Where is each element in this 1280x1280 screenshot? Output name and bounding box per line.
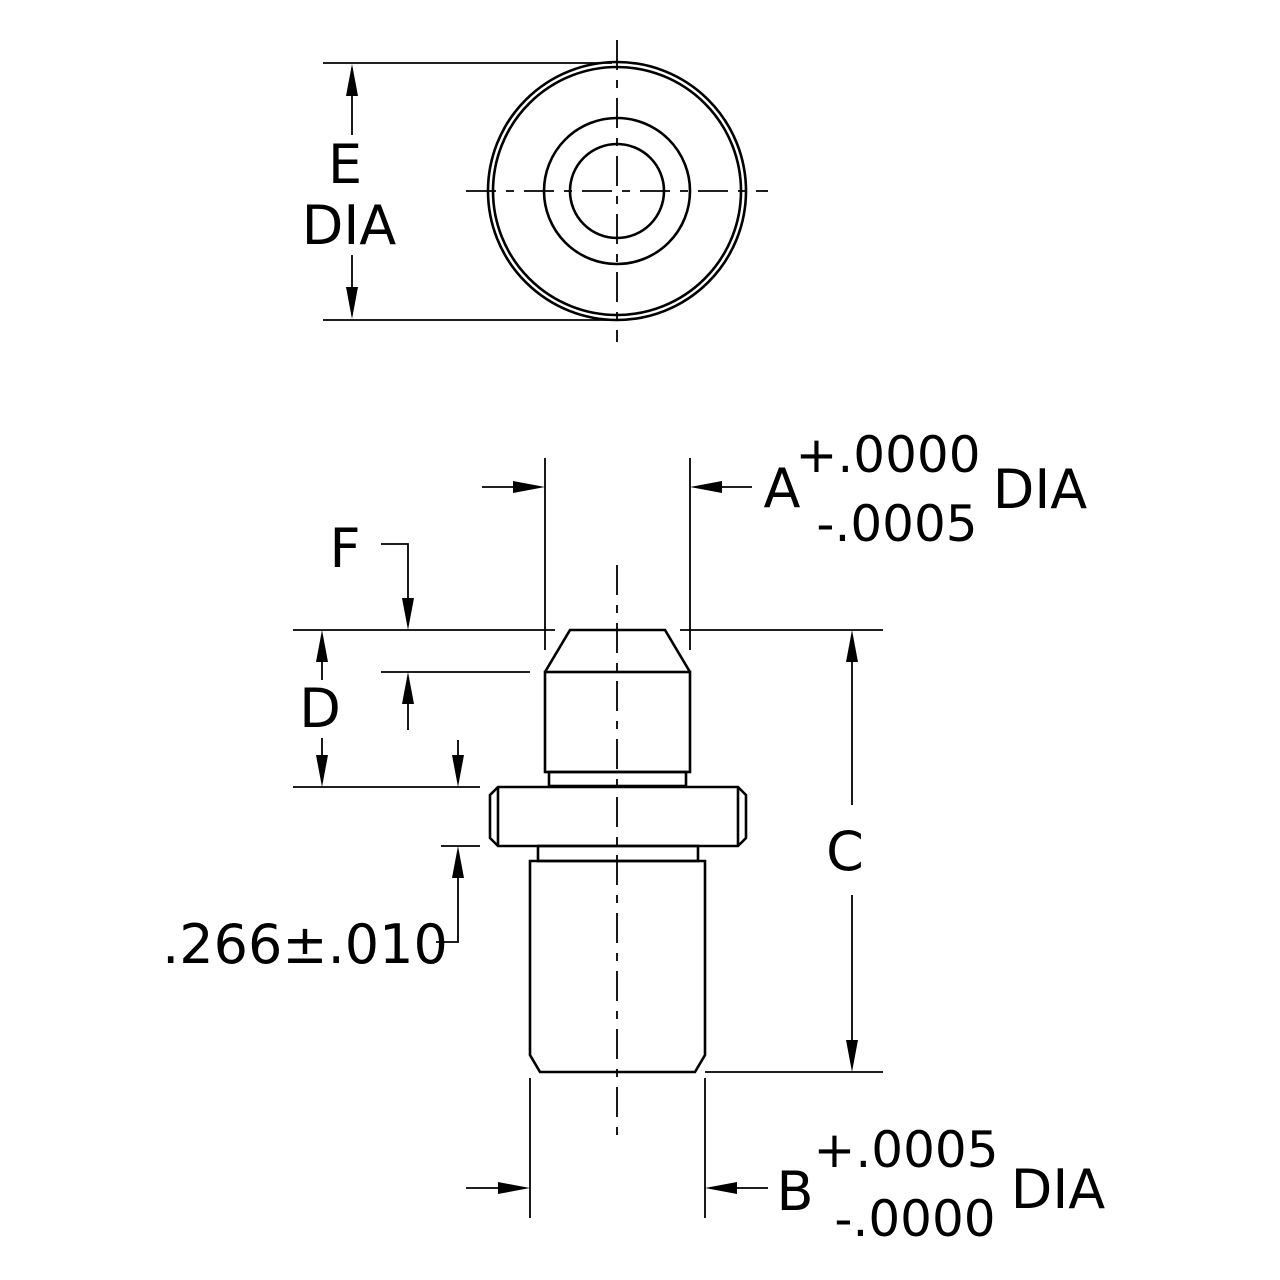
b-label: B [776,1160,813,1223]
d-arrow-down [316,755,328,787]
e-arrow-down [346,287,358,319]
a-arrow-right [690,481,722,493]
b-arrow-right [705,1182,737,1194]
f-arrow-down [402,598,414,630]
b-tolerance-minus: -.0000 [834,1190,995,1248]
a-tolerance-minus: -.0005 [816,495,977,553]
b-arrow-left [498,1182,530,1194]
pin-lower-body [528,859,707,1074]
flange-bottom-arrow [452,846,464,878]
c-label: C [826,820,864,883]
a-dia-label: DIA [993,458,1088,521]
flange-top-arrow [452,755,464,787]
e-label: E [328,133,362,196]
flange-thickness-label: .266±.010 [162,913,448,976]
a-arrow-left [513,481,545,493]
side-view: A +.0000 -.0005 DIA F D .266±.010 C [162,426,1105,1248]
e-dia-label: DIA [302,194,397,257]
flange [488,785,748,848]
f-label: F [329,517,360,580]
b-tolerance-plus: +.0005 [813,1121,998,1179]
pin-lower-neck [536,844,700,863]
e-arrow-up [346,64,358,96]
top-view: E DIA [302,40,768,342]
a-tolerance-plus: +.0000 [795,426,980,484]
b-dia-label: DIA [1011,1158,1106,1221]
a-label: A [764,457,801,520]
c-arrow-down [846,1040,858,1072]
f-leader [381,543,409,600]
d-arrow-up [316,630,328,662]
flange-dim-leader [436,876,459,943]
c-arrow-up [846,630,858,662]
d-label: D [299,677,341,740]
f-arrow-up [402,672,414,704]
